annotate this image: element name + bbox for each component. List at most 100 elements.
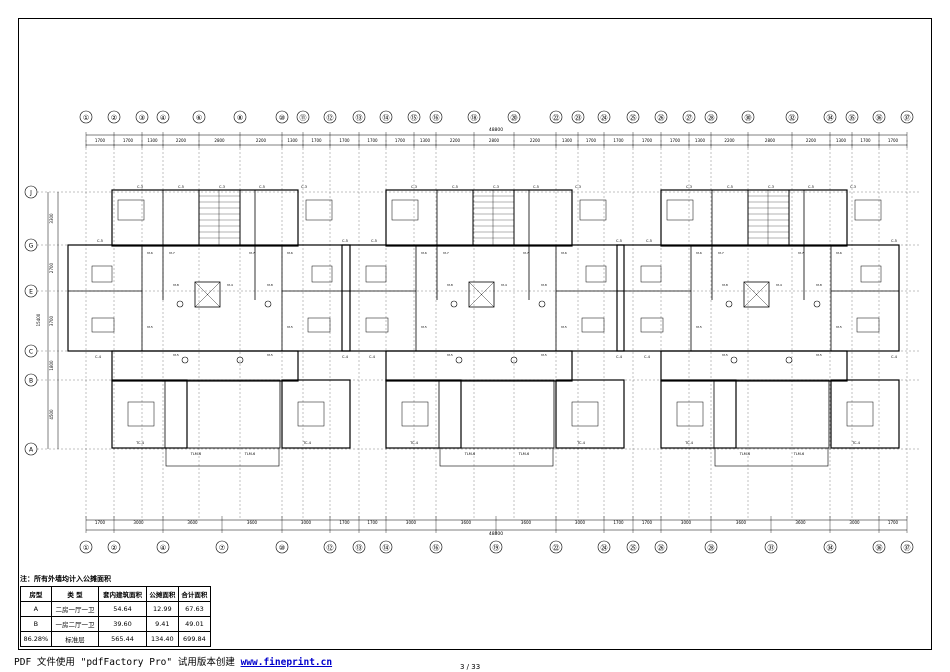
page-indicator: 3 / 33 <box>460 663 481 671</box>
axis-label: A <box>29 447 34 454</box>
dim-text: 1700 <box>586 138 597 143</box>
axis-label: ㉞ <box>827 544 834 552</box>
table-icon <box>585 265 607 283</box>
axis-bubble <box>597 110 611 124</box>
axis-bubble <box>379 540 393 554</box>
table-cell: 54.64 <box>98 601 147 617</box>
axis-label: ㊲ <box>904 544 911 552</box>
axis-bubble <box>215 540 229 554</box>
axis-label: E <box>29 289 33 296</box>
door-label: M-6 <box>421 251 427 255</box>
door-label: M-8 <box>816 283 822 287</box>
bed-icon <box>846 401 874 427</box>
dim-text: 1700 <box>613 520 624 525</box>
axis-label: ㉖ <box>658 114 665 122</box>
axis-bubble <box>549 110 563 124</box>
elevator-shaft <box>194 281 221 308</box>
dim-text: 1700 <box>123 138 134 143</box>
window-label: TLM-6 <box>793 452 805 456</box>
axis-label: C <box>29 349 33 356</box>
door-label: M-5 <box>541 353 547 357</box>
dim-text: 1700 <box>311 138 322 143</box>
elevator-cross <box>743 281 770 308</box>
axis-bubble <box>507 110 521 124</box>
dim-text: 1700 <box>888 138 899 143</box>
axis-label: ㉖ <box>658 544 665 552</box>
door-label: M-6 <box>287 251 293 255</box>
axis-bubble <box>704 110 718 124</box>
window-label: C-5 <box>891 239 897 243</box>
exterior-wall <box>341 244 625 352</box>
door-label: M-6 <box>561 251 567 255</box>
axis-bubble <box>233 110 247 124</box>
elevator-cross <box>194 281 221 308</box>
axis-bubble <box>872 110 886 124</box>
axis-label: ⑩ <box>279 114 285 122</box>
axis-label: ㉛ <box>768 544 775 552</box>
toilet-icon <box>450 300 458 308</box>
window-label: TC-4 <box>851 441 861 445</box>
axis-bubble <box>107 110 121 124</box>
axis-label: ⑯ <box>433 544 440 552</box>
axis-bubble <box>654 110 668 124</box>
axis-bubble <box>489 540 503 554</box>
toilet-icon <box>181 356 189 364</box>
dim-text: 1700 <box>339 138 350 143</box>
bed-icon <box>391 199 419 221</box>
axis-label: ④ <box>160 114 166 122</box>
dim-text: 2200 <box>724 138 735 143</box>
door-label: M-7 <box>249 251 255 255</box>
window-label: C-5 <box>616 239 622 243</box>
bedroom-wall <box>111 379 188 449</box>
dim-text: 3600 <box>187 520 198 525</box>
header-cell: 房型 <box>20 586 52 602</box>
dim-text: 2800 <box>489 138 500 143</box>
window-label: TC-4 <box>135 441 145 445</box>
elevator-shaft <box>743 281 770 308</box>
window-label: C-5 <box>533 185 539 189</box>
dim-text: 1700 <box>642 520 653 525</box>
door-label: M-4 <box>501 283 507 287</box>
door-label: M-5 <box>267 353 273 357</box>
window-label: TC-4 <box>684 441 694 445</box>
window-label: C-5 <box>371 239 377 243</box>
window-label: C-3 <box>850 185 856 189</box>
window-label: C-4 <box>95 355 102 359</box>
window-label: C-4 <box>616 355 623 359</box>
axis-label: ⑪ <box>300 114 307 122</box>
bed-icon <box>117 199 145 221</box>
axis-bubble <box>823 110 837 124</box>
footer-link[interactable]: www.fineprint.cn <box>240 657 333 668</box>
axis-label: ⑭ <box>383 114 390 122</box>
window-label: C-4 <box>342 355 349 359</box>
door-label: M-5 <box>561 325 567 329</box>
table-row: A 二房一厅一卫 54.64 12.99 67.63 <box>20 601 212 617</box>
bed-icon <box>666 199 694 221</box>
axis-bubble <box>352 110 366 124</box>
dim-text: 3600 <box>795 520 806 525</box>
dim-text: 3000 <box>575 520 586 525</box>
axis-bubble <box>704 540 718 554</box>
bed-icon <box>297 401 325 427</box>
window-label: TC-4 <box>576 441 586 445</box>
door-label: M-8 <box>173 283 179 287</box>
axis-bubble <box>156 110 170 124</box>
dim-text: 1700 <box>367 520 378 525</box>
axis-bubble <box>323 110 337 124</box>
door-label: M-5 <box>147 325 153 329</box>
header-cell: 公摊面积 <box>145 586 179 602</box>
axis-bubble <box>79 110 93 124</box>
toilet-icon <box>725 300 733 308</box>
axis-bubble <box>156 540 170 554</box>
axis-bubble <box>192 110 206 124</box>
bedroom-wall <box>385 379 462 449</box>
window-label: TLM-6 <box>518 452 530 456</box>
window-label: C-3 <box>575 185 581 189</box>
lower-block-wall <box>111 350 299 382</box>
axis-label: ② <box>111 544 117 552</box>
toilet-icon <box>510 356 518 364</box>
axis-label: ㉔ <box>601 114 608 122</box>
axis-bubble <box>872 540 886 554</box>
window-label: C-4 <box>369 355 376 359</box>
window-label: C-3 <box>411 185 417 189</box>
